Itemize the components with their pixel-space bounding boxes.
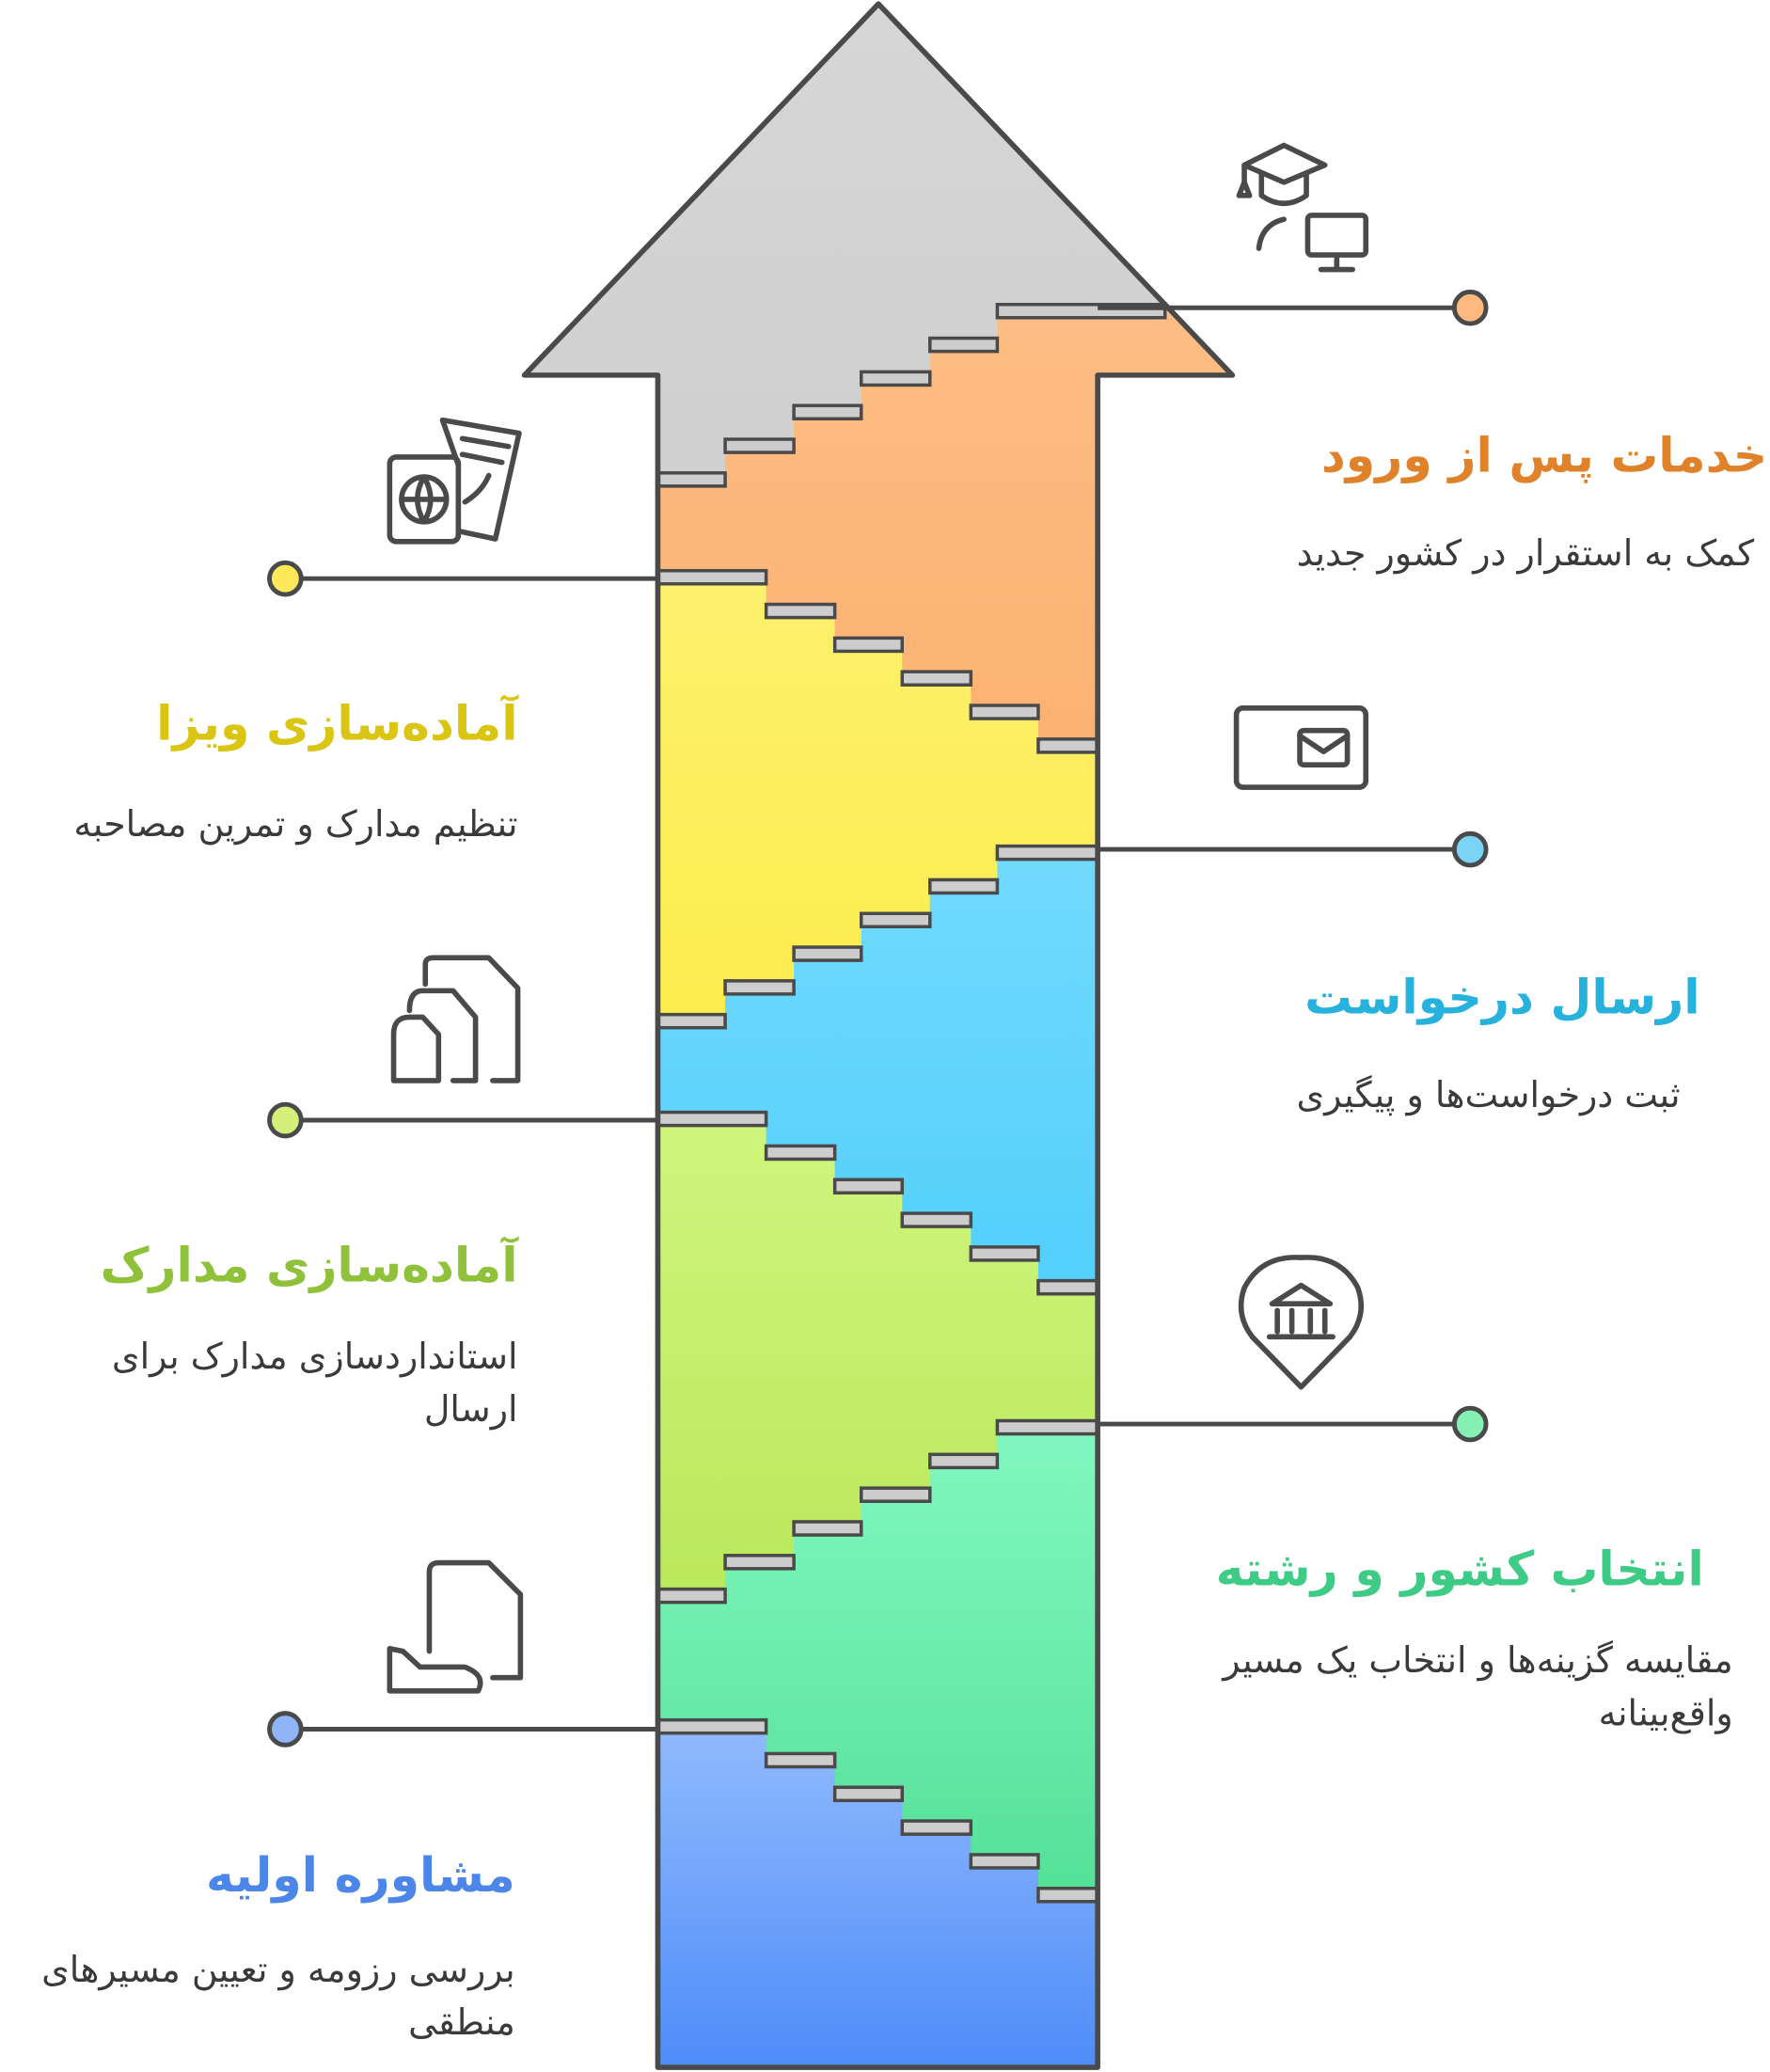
step-title-country: انتخاب کشور و رشته <box>1215 1542 1704 1598</box>
stair-tread <box>859 911 932 929</box>
documents-icon <box>390 955 521 1083</box>
stair-tread <box>656 471 727 488</box>
document-hand-icon <box>387 1559 524 1694</box>
stair-tread <box>1036 737 1099 754</box>
connector-dot <box>1451 830 1489 868</box>
stair-tread <box>764 602 837 620</box>
connector-dot <box>267 1101 304 1139</box>
stair-tread <box>928 878 1000 895</box>
graduate-computer-icon <box>1236 142 1369 273</box>
connector-dot <box>267 560 304 597</box>
stair-tread <box>792 945 863 962</box>
step-title-post-arrival: خدمات پس از ورود <box>1320 429 1768 484</box>
stair-tread <box>723 979 796 996</box>
band-blue <box>657 1719 1098 2068</box>
step-desc-submit: ثبت درخواست‌ها و پیگیری <box>1296 1075 1681 1116</box>
step-desc-visa: تنظیم مدارک و تمرین مصاحبه <box>73 804 518 846</box>
stair-tread <box>792 403 863 420</box>
step-title-visa: آماده‌سازی ویزا <box>156 697 518 752</box>
stair-tread <box>764 1144 837 1162</box>
stair-tread <box>900 1819 973 1836</box>
step-title-documents: آماده‌سازی مدارک <box>100 1239 518 1294</box>
stair-tread <box>656 1717 768 1735</box>
connector-dot <box>267 1711 304 1748</box>
mail-icon <box>1233 705 1369 790</box>
stair-tread <box>859 1486 932 1503</box>
step-title-submit: ارسال درخواست <box>1304 971 1700 1025</box>
stair-tread <box>928 1452 1000 1470</box>
university-pin-icon <box>1238 1255 1365 1390</box>
stair-tread <box>792 1520 863 1537</box>
stair-tread <box>832 636 905 654</box>
stair-tread <box>656 1110 768 1128</box>
step-desc-documents: استانداردسازی مدارک برای ارسال <box>111 1337 518 1431</box>
stair-tread <box>832 1785 905 1803</box>
connector-dot <box>1451 289 1489 326</box>
stair-tread <box>859 370 932 388</box>
stair-tread <box>995 1418 1099 1436</box>
step-desc-post-arrival: کمک به استقرار در کشور جدید <box>1296 533 1755 575</box>
connector-dot <box>1451 1405 1489 1443</box>
stair-tread <box>1036 1886 1099 1904</box>
stair-tread <box>764 1751 837 1769</box>
stair-tread <box>995 844 1099 862</box>
step-title-consult: مشاوره اولیه <box>205 1849 515 1904</box>
stair-tread <box>900 1211 973 1228</box>
stair-tread <box>1036 1278 1099 1296</box>
stair-tread <box>723 1554 796 1571</box>
stair-tread <box>723 437 796 454</box>
step-desc-country: مقایسه گزینه‌ها و انتخاب یک مسیر واقع‌بی… <box>1223 1640 1733 1735</box>
stair-tread <box>928 336 1000 354</box>
step-desc-consult: بررسی رزومه و تعیین مسیرهای منطقی <box>41 1950 515 2044</box>
stair-tread <box>969 1853 1040 1870</box>
stair-tread <box>656 1587 727 1605</box>
stair-tread <box>969 704 1040 720</box>
stair-tread <box>969 1245 1040 1262</box>
stair-tread <box>656 568 768 586</box>
passport-ticket-icon <box>387 417 522 545</box>
arrow-outline <box>521 1 1236 2070</box>
stair-tread <box>900 670 973 687</box>
stair-tread <box>832 1178 905 1195</box>
stair-tread <box>656 1012 727 1030</box>
